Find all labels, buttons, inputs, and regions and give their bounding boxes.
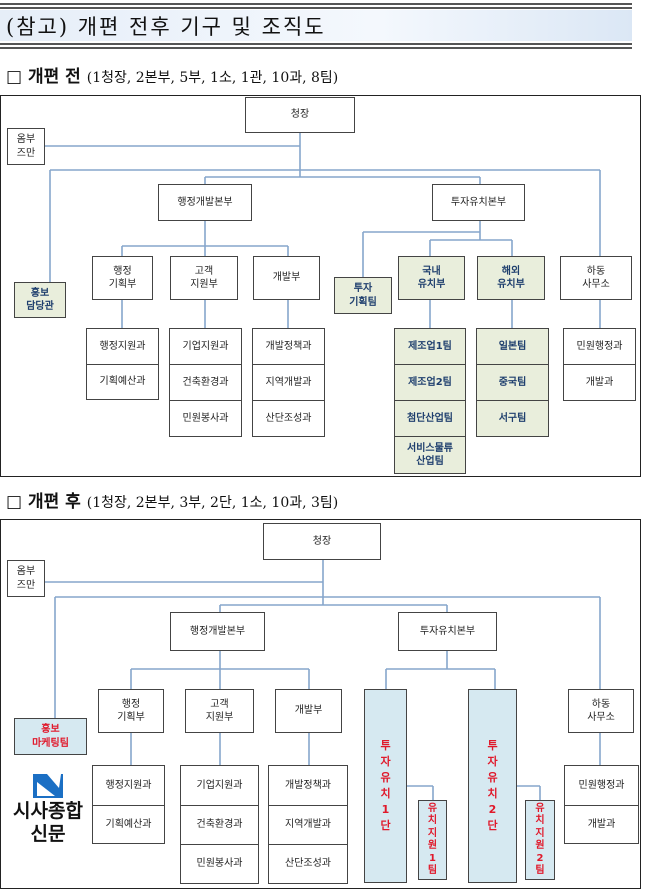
section-after-heading: □ 개편 후 (1청장, 2본부, 3부, 2단, 1소, 10과, 3팀) [6, 487, 338, 512]
node-investment-group-1: 투 자 유 치 1 단 [364, 689, 407, 883]
node-hadong-office: 하동 사무소 [560, 256, 632, 300]
node-division: 기업지원과 [180, 765, 259, 806]
summary-text: (1청장, 2본부, 3부, 2단, 1소, 10과, 3팀) [86, 495, 339, 511]
node-division: 건축환경과 [169, 364, 242, 401]
node-division: 개발정책과 [252, 328, 325, 365]
page-title: (참고) 개편 전후 기구 및 조직도 [6, 15, 326, 39]
node-customer-support: 고객 지원부 [185, 689, 254, 733]
node-division: 기업지원과 [169, 328, 242, 365]
org-chart-after [0, 519, 641, 889]
node-chief: 청장 [245, 97, 355, 133]
node-investment-planning-team: 투자 기획팀 [334, 277, 392, 314]
node-team: 첨단산업팀 [394, 400, 466, 437]
divider [0, 43, 632, 45]
node-support-team-1: 유 치 지 원 1 팀 [418, 800, 447, 880]
node-team: 일본팀 [476, 328, 549, 365]
node-division: 지역개발과 [268, 805, 348, 845]
node-domestic-attraction: 국내 유치부 [398, 256, 465, 300]
divider [0, 47, 632, 49]
node-division: 산단조성과 [252, 400, 325, 437]
node-division: 민원행정과 [564, 765, 639, 806]
divider [0, 3, 632, 5]
node-admin-planning: 행정 기획부 [92, 256, 153, 300]
node-division: 개발정책과 [268, 765, 348, 806]
node-division: 행정지원과 [86, 328, 159, 365]
node-division: 민원행정과 [563, 328, 636, 365]
node-pr-marketing-team: 홍보 마케팅팀 [14, 718, 87, 755]
node-pr-officer: 홍보 담당관 [14, 282, 66, 318]
section-before-heading: □ 개편 전 (1청장, 2본부, 5부, 1소, 1관, 10과, 8팀) [6, 62, 338, 87]
summary-text: (1청장, 2본부, 5부, 1소, 1관, 10과, 8팀) [86, 70, 339, 86]
divider [0, 7, 632, 9]
org-chart-before [0, 95, 641, 477]
node-overseas-attraction: 해외 유치부 [477, 256, 545, 300]
node-admin-dev-hq: 행정개발본부 [170, 612, 265, 651]
node-development: 개발부 [253, 256, 320, 300]
heading-text: □ 개편 후 [6, 492, 81, 512]
node-team: 제조업1팀 [394, 328, 466, 365]
node-chief: 청장 [263, 523, 381, 560]
node-division: 민원봉사과 [180, 844, 259, 884]
heading-text: □ 개편 전 [6, 67, 81, 87]
node-team: 중국팀 [476, 364, 549, 401]
node-ombudsman: 옴부 즈만 [7, 560, 45, 597]
node-division: 건축환경과 [180, 805, 259, 845]
node-team: 서구팀 [476, 400, 549, 437]
node-admin-planning: 행정 기획부 [98, 689, 164, 733]
watermark-text: 시사종합신문 [13, 800, 83, 845]
node-division: 개발과 [564, 805, 639, 844]
title-bar [0, 10, 632, 41]
node-customer-support: 고객 지원부 [170, 256, 238, 300]
node-investment-group-2: 투 자 유 치 2 단 [468, 689, 517, 883]
node-team: 서비스물류 산업팀 [394, 436, 466, 474]
node-admin-dev-hq: 행정개발본부 [158, 184, 252, 221]
node-hadong-office: 하동 사무소 [568, 689, 634, 733]
node-division: 행정지원과 [92, 765, 165, 806]
node-division: 기획예산과 [86, 364, 159, 400]
newspaper-logo-icon [33, 774, 63, 798]
node-support-team-2: 유 치 지 원 2 팀 [525, 800, 555, 880]
node-division: 민원봉사과 [169, 400, 242, 437]
node-investment-hq: 투자유치본부 [398, 612, 497, 651]
watermark: 시사종합신문 [6, 772, 90, 846]
node-division: 산단조성과 [268, 844, 348, 884]
node-team: 제조업2팀 [394, 364, 466, 401]
node-development: 개발부 [275, 689, 342, 733]
node-division: 지역개발과 [252, 364, 325, 401]
node-ombudsman: 옴부 즈만 [7, 128, 45, 165]
node-division: 기획예산과 [92, 805, 165, 844]
node-investment-hq: 투자유치본부 [432, 184, 525, 221]
node-division: 개발과 [563, 364, 636, 401]
